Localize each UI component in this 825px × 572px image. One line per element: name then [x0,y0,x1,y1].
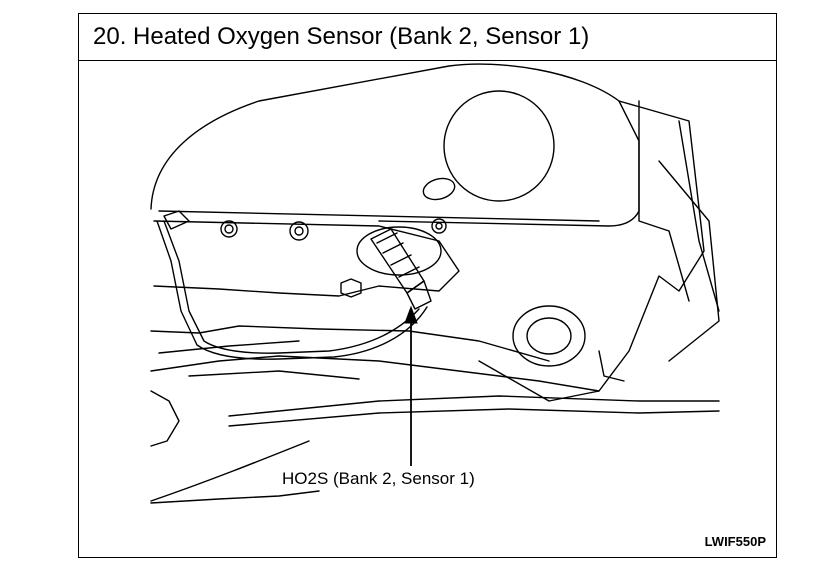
sensor-wire [163,220,420,354]
flange-bolt-3-inner [435,222,443,230]
heat-shield-lip [158,340,300,354]
lower-panel-edge [188,370,360,380]
sensor-wire-2 [156,220,428,360]
figure-code: LWIF550P [704,534,766,549]
lower-panel-strip-2 [228,408,720,427]
figure-title: 20. Heated Oxygen Sensor (Bank 2, Sensor… [93,23,590,50]
right-side-panel-edge [678,120,720,312]
callout-leader [404,305,418,466]
oxygen-sensor-hex [376,232,420,278]
boss-circle-large [443,90,555,202]
right-side-panel [658,160,720,362]
engine-block-inner-edge [158,210,600,222]
heat-shield-top [150,325,550,362]
bracket-hole-outer [512,305,586,367]
bracket-hole [526,317,572,355]
right-bracket [478,100,705,402]
sensor-boss [356,226,442,276]
flange-bolt-1-inner [224,224,234,234]
engine-sensor-illustration [150,63,720,504]
manifold-flange [153,220,460,297]
wire-clip [163,210,190,230]
bracket-foot [598,350,625,382]
right-bracket-inner [638,100,690,302]
left-panel [150,390,180,447]
flange-bolt-2-inner [294,226,304,236]
flange-nut [340,278,362,298]
leader-arrowhead [404,305,418,324]
figure-frame: 20. Heated Oxygen Sensor (Bank 2, Sensor… [78,13,777,558]
underbody-bottom [150,490,320,504]
flange-bolt-2 [289,221,309,241]
heat-shield-lower [150,355,600,392]
engine-block-outline [150,63,640,227]
title-bar: 20. Heated Oxygen Sensor (Bank 2, Sensor… [79,14,776,61]
oxygen-sensor-tip [406,280,432,310]
underbody-curve [150,440,310,502]
flange-bolt-3 [431,218,447,234]
lower-panel-strip [228,395,720,417]
flange-bolt-1 [220,220,238,238]
sensor-callout-label: HO2S (Bank 2, Sensor 1) [282,469,475,488]
oval-hole [422,177,456,201]
